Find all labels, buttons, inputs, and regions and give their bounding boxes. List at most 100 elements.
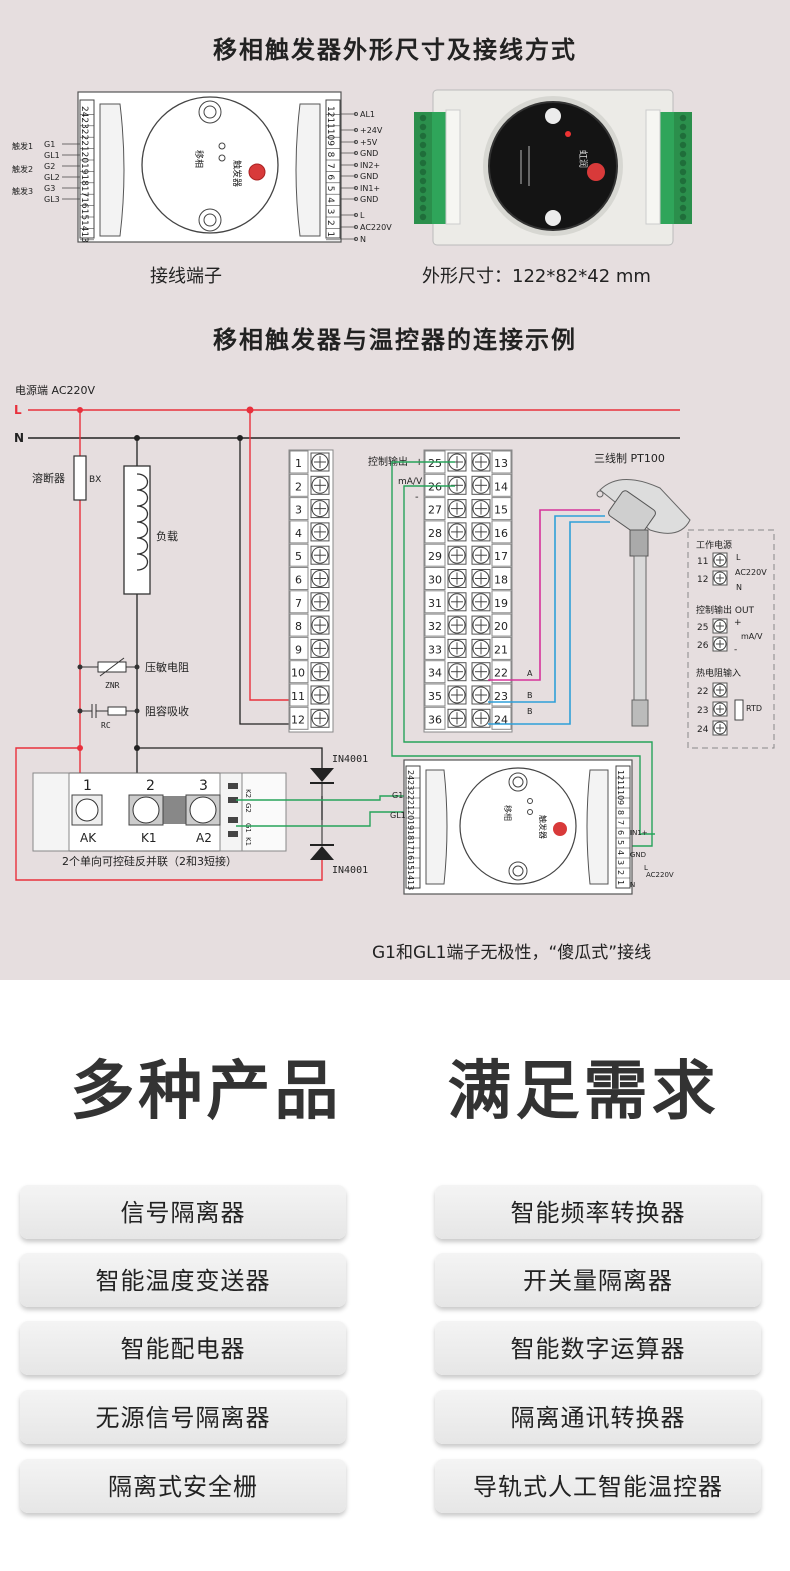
controller-left-terminal: 11: [291, 690, 305, 703]
controller-mid-terminal: 32: [428, 620, 442, 633]
products-slogan: 多种产品 满足需求: [70, 1055, 720, 1129]
product-button-din-controller[interactable]: 导轨式人工智能温控器: [435, 1459, 761, 1513]
scr-terminal-number: 3: [199, 778, 208, 794]
lower-right-terminal: 9: [616, 800, 625, 805]
legend-power-L: L: [736, 553, 741, 562]
product-button-power-distributor[interactable]: 智能配电器: [20, 1321, 346, 1375]
right-terminal-number: 7: [325, 163, 335, 169]
controller-left-terminal: 1: [295, 457, 302, 470]
wiring-terminal-label: 接线端子: [150, 266, 222, 287]
right-terminal-number: 4: [325, 197, 335, 203]
lower-left-terminal: 21: [406, 800, 415, 810]
ctrl-ma-v: mA/V: [398, 477, 423, 487]
lower-face-text-2: 触发器: [538, 815, 548, 839]
right-terminal-label: GND: [360, 195, 378, 204]
lower-right-label: L: [644, 864, 648, 872]
controller-right-terminal: 17: [494, 550, 508, 563]
controller-right-terminal: 13: [494, 457, 508, 470]
scr-caption: 2个单向可控硅反并联（2和3短接）: [62, 854, 237, 868]
lower-right-terminal: 11: [616, 780, 625, 790]
scr-side-terminal: G1: [244, 823, 252, 833]
scr-terminal-name: K1: [141, 831, 157, 845]
gate-label: GL1: [44, 151, 60, 160]
right-terminal-label: +24V: [360, 126, 383, 135]
legend-power-N: N: [736, 583, 742, 592]
legend-rtd-title: 热电阻输入: [696, 667, 741, 679]
trigger-product-photo: 虹润: [414, 89, 692, 246]
left-terminal-number: 22: [79, 129, 89, 140]
lower-right-terminal: 8: [616, 810, 625, 815]
legend-rtd-terminal: 24: [697, 725, 709, 735]
product-button-temperature-transmitter[interactable]: 智能温度变送器: [20, 1253, 346, 1307]
products-section: 多种产品 满足需求 信号隔离器 智能温度变送器 智能配电器 无源信号隔离器 隔离…: [0, 980, 790, 1571]
controller-left-terminal: 9: [295, 643, 302, 656]
legend-out-terminal: 25: [697, 623, 708, 633]
controller-right-terminal: 15: [494, 504, 508, 517]
lower-left-terminal: 19: [406, 820, 415, 830]
scr-terminal-number: 2: [146, 778, 155, 794]
product-button-switch-isolator[interactable]: 开关量隔离器: [435, 1253, 761, 1307]
right-terminal-number: 9: [325, 140, 335, 146]
right-terminal-number: 8: [325, 152, 335, 158]
black-wiring: [136, 438, 323, 820]
gate-label: GL3: [44, 195, 60, 204]
trig-G1: G1: [392, 791, 403, 800]
product-button-comm-converter[interactable]: 隔离通讯转换器: [435, 1390, 761, 1444]
lower-left-terminal: 14: [406, 870, 415, 880]
controller-left-terminal: 12: [291, 713, 305, 726]
note-text: G1和GL1端子无极性，“傻瓜式”接线: [372, 943, 651, 963]
controller-mid-terminal: 25: [428, 457, 442, 470]
face-text-1: 移相: [193, 150, 205, 168]
left-terminal-number: 15: [79, 209, 89, 220]
lower-right-label: N: [630, 881, 635, 889]
controller-left-terminal: 6: [295, 574, 302, 587]
legend-power-terminal: 12: [697, 575, 708, 585]
lower-right-label: IN1+: [630, 829, 648, 837]
right-terminal-number: 12: [325, 106, 335, 117]
product-button-digital-calculator[interactable]: 智能数字运算器: [435, 1321, 761, 1375]
lower-right-terminal: 10: [616, 790, 625, 800]
gate-label: G2: [44, 162, 55, 171]
fuse: [73, 455, 87, 501]
left-terminal-number: 13: [79, 231, 89, 242]
product-button-safety-barrier[interactable]: 隔离式安全栅: [20, 1459, 346, 1513]
controller-mid-terminal: 28: [428, 527, 442, 540]
controller-left-terminal: 4: [295, 527, 302, 540]
controller-right-terminal: 23: [494, 690, 508, 703]
pt100-wires: [488, 509, 610, 725]
controller-mid-terminal: 33: [428, 643, 442, 656]
scr-terminal-name: AK: [80, 831, 97, 845]
controller-right-terminal: 18: [494, 574, 508, 587]
product-button-passive-isolator[interactable]: 无源信号隔离器: [20, 1390, 346, 1444]
znr-label: 压敏电阻: [145, 660, 189, 674]
diode-top: [310, 768, 334, 796]
right-terminal-label: N: [360, 235, 366, 244]
lower-right-label: AC220V: [646, 871, 674, 879]
scr-terminal-name: A2: [196, 831, 212, 845]
right-terminal-label: GND: [360, 149, 378, 158]
pt100-wire-label: B: [527, 707, 533, 716]
legend-out-unit: mA/V: [741, 632, 763, 641]
left-terminal-number: 24: [79, 106, 89, 118]
trigger-label-1: 触发1: [12, 141, 33, 151]
face-text-2: 触发器: [231, 160, 243, 187]
rc-snubber: [107, 706, 127, 716]
red-wiring: [15, 410, 323, 881]
legend-rtd-terminal: 22: [697, 687, 708, 697]
diode-top-label: IN4001: [332, 754, 368, 765]
right-terminal-number: 10: [325, 129, 335, 141]
controller-right-terminal: 22: [494, 667, 508, 680]
controller-right-terminal: 16: [494, 527, 508, 540]
right-terminal-label: AL1: [360, 110, 375, 119]
legend-out-plus: +: [734, 618, 742, 628]
product-button-frequency-converter[interactable]: 智能频率转换器: [435, 1185, 761, 1239]
znr-code: ZNR: [105, 681, 120, 690]
gate-label: G1: [44, 140, 55, 149]
controller-mid-terminal: 29: [428, 550, 442, 563]
pt100-wire-label: B: [527, 691, 533, 700]
product-button-signal-isolator[interactable]: 信号隔离器: [20, 1185, 346, 1239]
